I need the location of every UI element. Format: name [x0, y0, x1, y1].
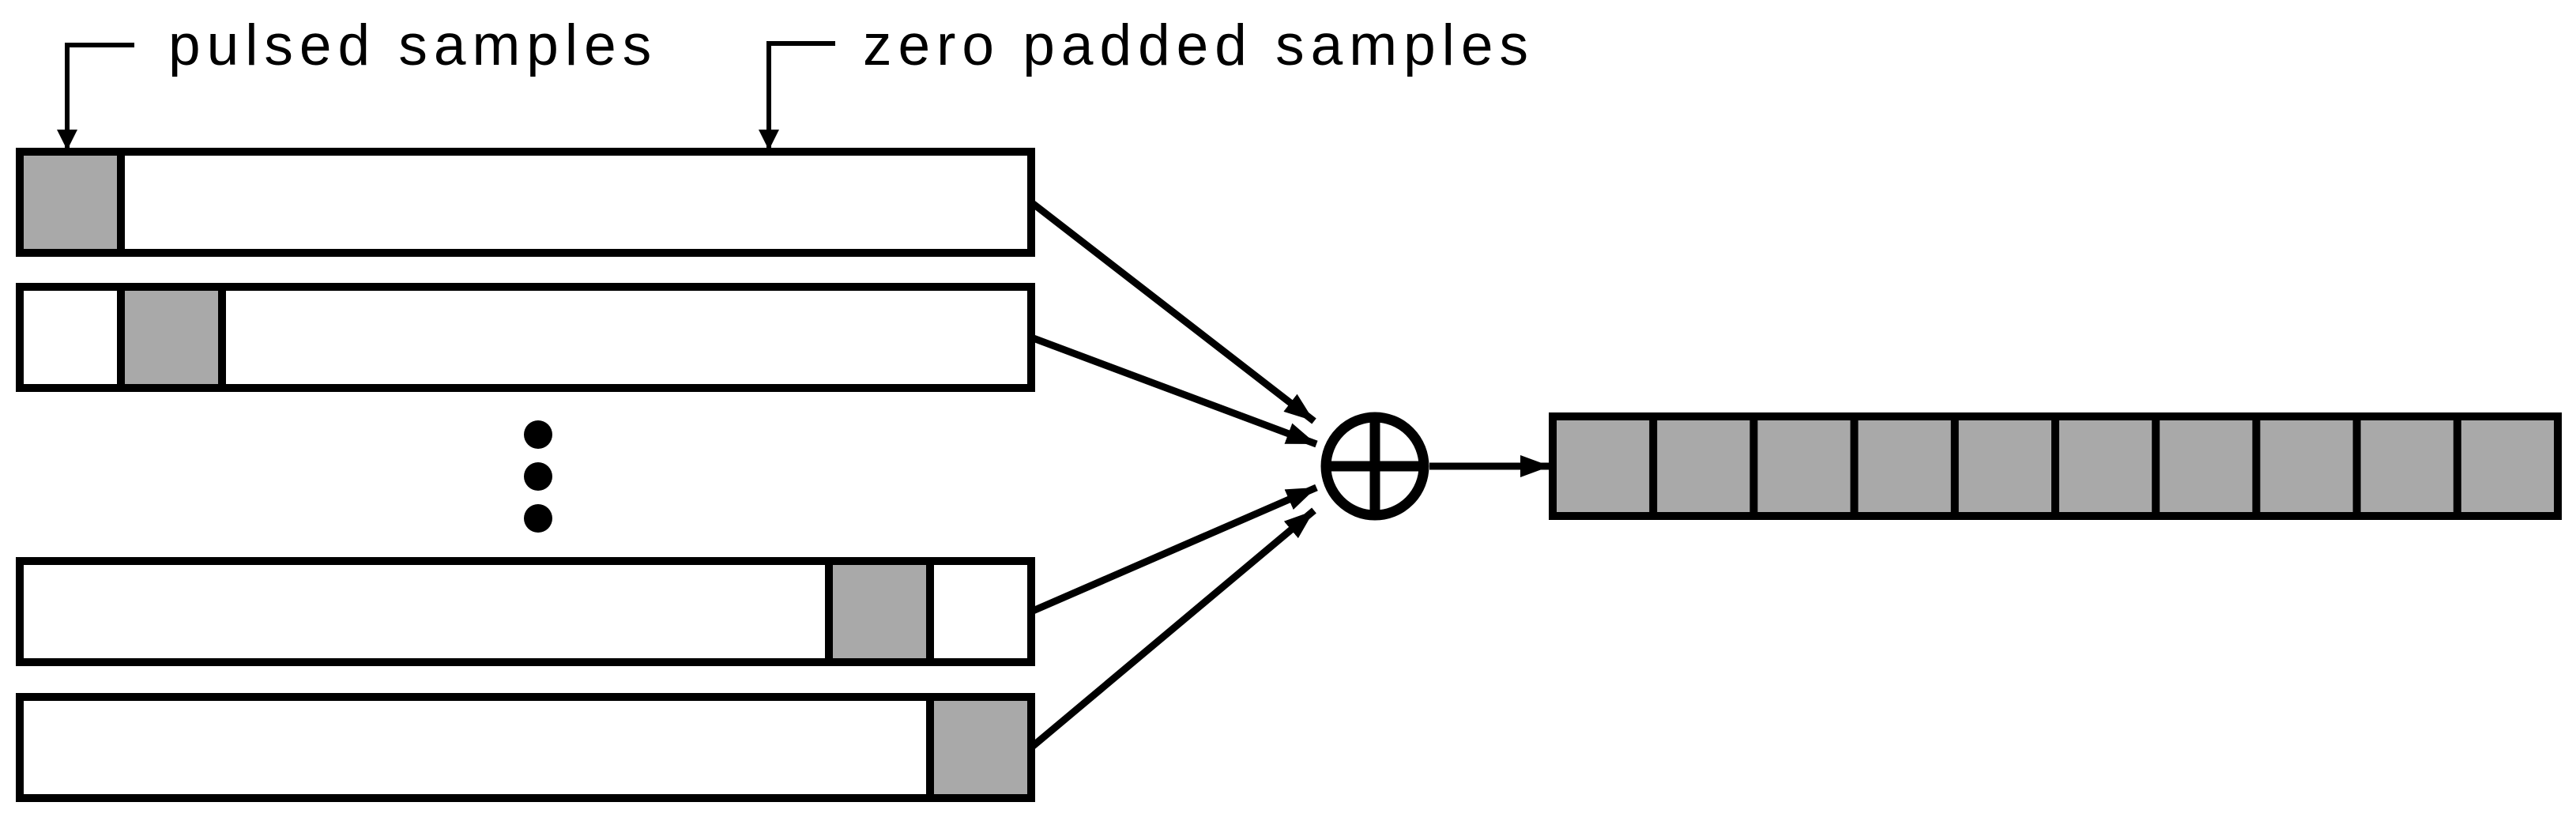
summation-node	[1320, 412, 1550, 521]
vertical-ellipsis	[524, 420, 552, 533]
sum-input-arrow-4	[1029, 507, 1316, 751]
sum-input-arrow-3	[1030, 484, 1318, 616]
output-cell	[2055, 416, 2156, 516]
output-cell	[2156, 416, 2257, 516]
pulse-cell	[930, 697, 1031, 798]
sum-input-arrow-2	[1030, 333, 1318, 448]
bar-outline	[16, 148, 1035, 257]
pulse-cell	[20, 152, 121, 253]
input-bar-1	[16, 148, 1035, 257]
input-bar-2	[16, 283, 1035, 392]
zero-padded-samples-pointer-arrow	[759, 41, 835, 150]
output-cell	[2256, 416, 2357, 516]
output-cell	[2457, 416, 2558, 516]
output-cell	[1854, 416, 1955, 516]
output-cell	[2356, 416, 2457, 516]
sum-input-arrow-1	[1029, 199, 1316, 424]
bar-outline	[1549, 412, 2562, 520]
ellipsis-dot	[524, 462, 552, 491]
output-cell	[1954, 416, 2055, 516]
input-bar-3	[16, 557, 1035, 666]
ellipsis-dot	[524, 420, 552, 449]
output-cell	[1753, 416, 1855, 516]
pulsed-samples-pointer-arrow	[57, 43, 134, 150]
ellipsis-dot	[524, 504, 552, 533]
circled-plus-icon	[1320, 412, 1429, 521]
output-cell	[1553, 416, 1654, 516]
output-bar	[1549, 412, 2562, 520]
sum-arrows-group	[1029, 199, 1318, 751]
zero-padded-samples-label: zero padded samples	[863, 13, 1535, 77]
pulsed-samples-label: pulsed samples	[168, 13, 657, 77]
input-bar-4	[16, 693, 1035, 802]
output-cell	[1653, 416, 1754, 516]
pulse-cell	[829, 561, 930, 662]
bar-outline	[16, 693, 1035, 802]
pulse-cell	[121, 287, 222, 388]
